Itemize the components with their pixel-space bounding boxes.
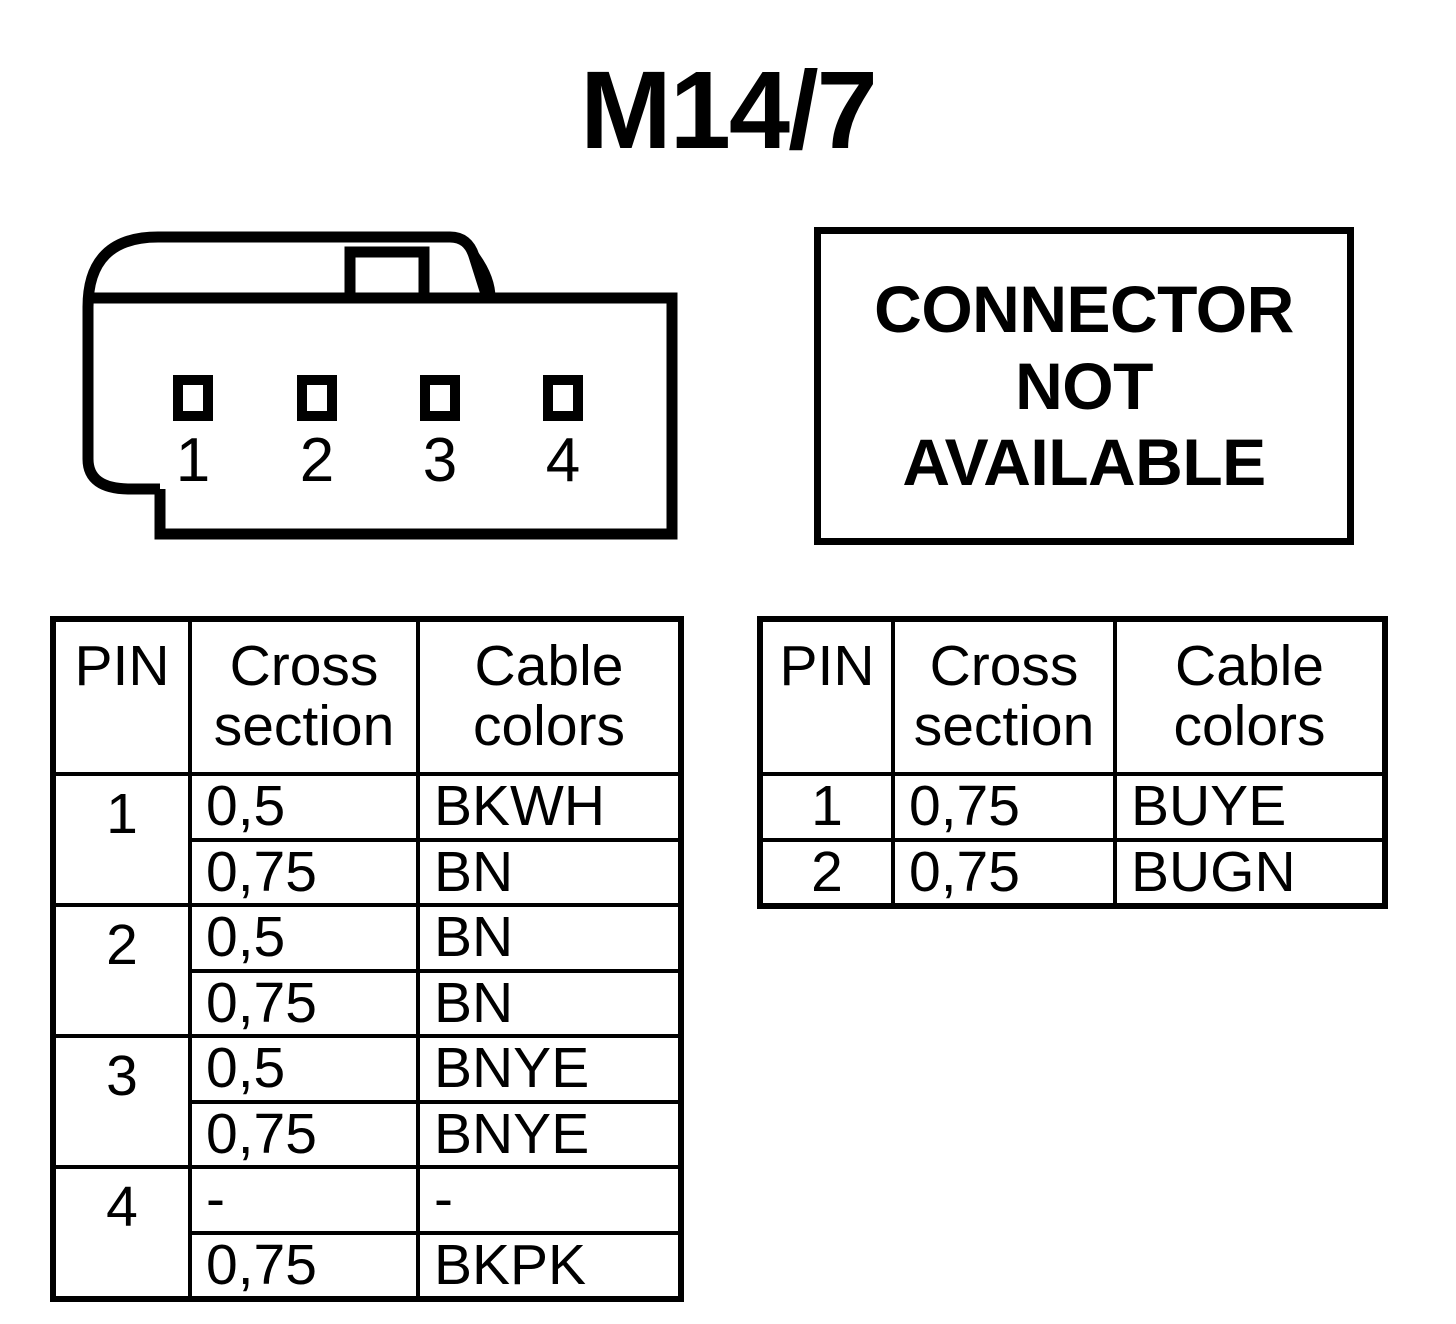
connector-outline-drawing: 1 2 3 4 [50,212,700,552]
pin-table-left-body: 1 0,5 BKWH 0,75 BN 2 0,5 BN 0,75 BN 3 0,… [51,771,683,1302]
table-row: 2 0,75 BUGN [758,837,1387,909]
header-pin: PIN [758,617,895,776]
header-cable-colors: Cable colors [416,617,683,776]
cell-cable-color: BN [416,903,683,973]
connector-svg [82,231,678,540]
cell-pin-number: 1 [758,772,895,842]
pin-cavity-4 [543,375,583,421]
pin-table-right-body: 1 0,75 BUYE 2 0,75 BUGN [758,772,1387,909]
header-cross-section-line1: Cross [929,634,1079,699]
table-row: 1 0,75 BUYE [758,772,1387,842]
header-pin: PIN [51,617,192,776]
cell-pin-number: 2 [758,837,895,909]
header-cross-section: Cross section [891,617,1117,776]
cell-pin-number: 2 [51,903,192,1039]
pin-table-left-header: PIN Cross section Cable colors [51,617,683,776]
header-cable-colors: Cable colors [1113,617,1387,776]
cell-cross-section: 0,75 [188,1230,420,1302]
cell-cable-color: BNYE [416,1034,683,1104]
pin-label-3: 3 [422,426,458,495]
table-row: 2 0,5 BN [51,903,683,1039]
cell-pin-number: 3 [51,1034,192,1170]
cell-cross-section: 0,75 [891,837,1117,909]
cell-cross-section: 0,75 [188,1099,420,1170]
cell-cable-color: BKWH [416,772,683,842]
table-row: 0,75 BN [53,968,683,1039]
header-cross-section-line2: section [213,694,395,758]
table-header-row: PIN Cross section Cable colors [51,617,683,776]
cell-pin-number: 1 [51,771,192,908]
table-row: 0,75 BNYE [53,1099,683,1170]
header-cross-section-line2: section [913,694,1095,758]
cell-cable-color: BN [416,968,683,1039]
cell-cross-section: 0,5 [188,903,420,973]
notice-line-2: NOT [1015,348,1153,423]
cell-cross-section: 0,5 [188,772,420,842]
connector-keying-notch [344,246,430,298]
cell-cable-color: BUYE [1113,772,1387,842]
header-cross-section-line1: Cross [229,634,379,699]
pin-label-4: 4 [545,426,581,495]
cell-pin-number: 4 [51,1165,192,1302]
pin-cavity-1 [173,375,213,421]
cell-cross-section: - [188,1165,420,1235]
header-cross-section: Cross section [188,617,420,776]
cell-cross-section: 0,5 [188,1034,420,1104]
cell-cross-section: 0,75 [891,772,1117,842]
cell-cross-section: 0,75 [188,968,420,1039]
cell-cross-section: 0,75 [188,837,420,908]
header-cable-colors-line2: colors [1173,694,1326,758]
table-row: 3 0,5 BNYE [51,1034,683,1170]
notice-line-1: CONNECTOR [874,272,1294,347]
table-row: 1 0,5 BKWH [51,771,683,908]
table-row: 0,75 BN [53,837,683,908]
header-cable-colors-line2: colors [472,694,626,758]
connector-shell-top-left-curve [82,231,492,412]
cell-cable-color: - [416,1165,683,1235]
pin-table-left: PIN Cross section Cable colors 1 0,5 BKW… [50,616,684,1303]
header-cable-colors-line1: Cable [1175,634,1324,699]
connector-not-available-notice: CONNECTOR NOT AVAILABLE [814,227,1354,545]
pin-label-2: 2 [299,426,335,495]
table-header-row: PIN Cross section Cable colors [758,617,1387,776]
pin-table-right: PIN Cross section Cable colors 1 0,75 BU… [757,616,1388,910]
pin-cavity-3 [420,375,460,421]
table-row: 0,75 BKPK [53,1230,683,1302]
notice-line-3: AVAILABLE [902,425,1266,500]
table-row: 4 - - [51,1165,683,1302]
cell-cable-color: BNYE [416,1099,683,1170]
connector-shell-bottom-left-curve [82,412,160,495]
cell-cable-color: BKPK [416,1230,683,1302]
pin-label-1: 1 [175,426,211,495]
cell-cable-color: BN [416,837,683,908]
connector-body-outline [90,292,678,540]
page-title: M14/7 [580,49,878,172]
cell-cable-color: BUGN [1113,837,1387,909]
header-cable-colors-line1: Cable [474,634,624,699]
pin-table-right-header: PIN Cross section Cable colors [758,617,1387,776]
pin-cavity-2 [297,375,337,421]
